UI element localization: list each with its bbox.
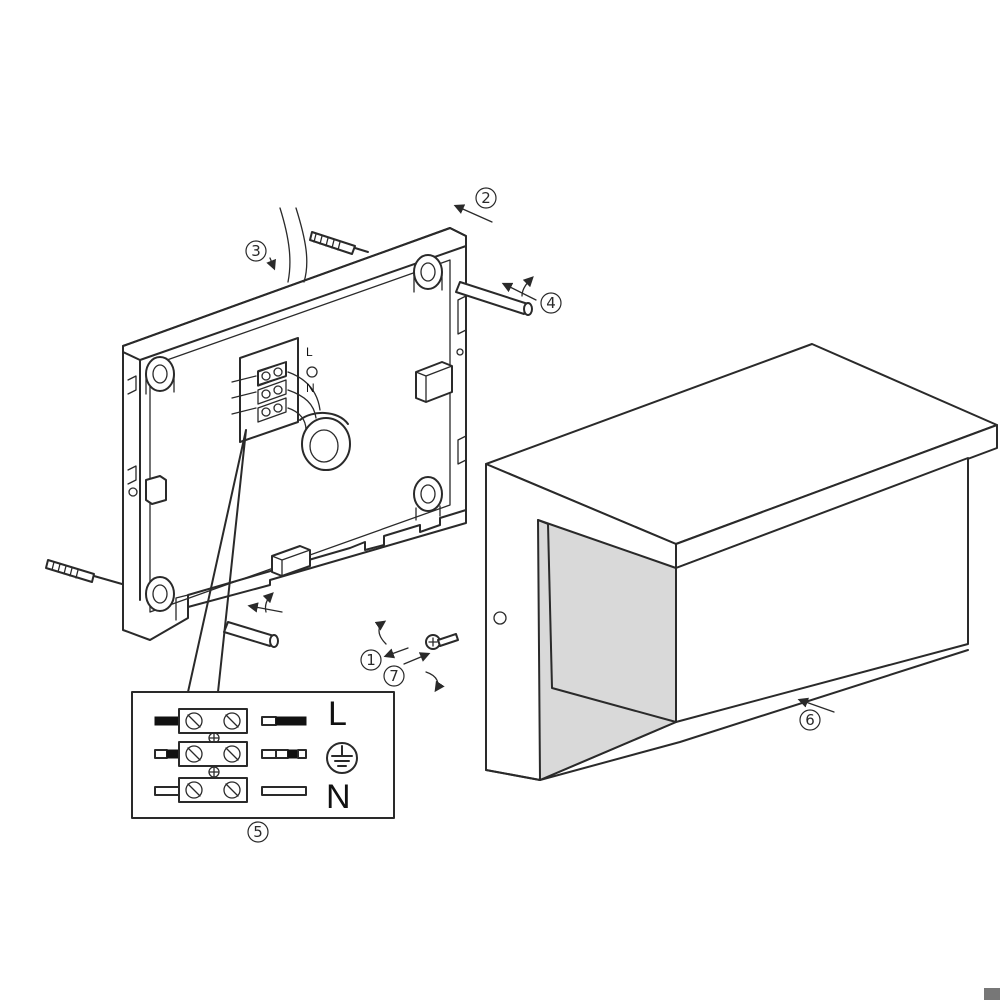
supply-cable xyxy=(279,207,308,283)
boss-top-left xyxy=(145,356,175,395)
housing-screw-hole xyxy=(493,611,507,625)
wall-plug-top xyxy=(309,231,369,255)
coiled-cable xyxy=(299,412,351,471)
wiring-detail-inset: L N xyxy=(131,429,395,819)
left-latch xyxy=(145,475,167,505)
svg-text:4: 4 xyxy=(546,294,556,312)
terminal-row-neutral xyxy=(154,777,307,803)
svg-text:5: 5 xyxy=(253,823,263,841)
lamp-housing xyxy=(485,343,998,781)
svg-text:3: 3 xyxy=(251,242,261,260)
terminal-block-on-plate: L N xyxy=(231,337,321,443)
label-live: L xyxy=(328,695,347,733)
boss-top-right xyxy=(413,254,443,293)
plate-label-neutral: N xyxy=(306,381,315,395)
callout-1: 1 xyxy=(360,649,382,671)
earth-ground-icon xyxy=(326,742,358,774)
callout-5: 5 xyxy=(247,821,269,843)
callout-4: 4 xyxy=(540,292,562,314)
screw-bottom xyxy=(223,621,279,648)
label-neutral: N xyxy=(326,778,351,816)
plate-label-live: L xyxy=(306,345,313,359)
svg-text:2: 2 xyxy=(481,189,491,207)
small-screw xyxy=(425,633,459,650)
boss-bottom-right xyxy=(413,476,443,521)
svg-text:6: 6 xyxy=(805,711,815,729)
callout-2: 2 xyxy=(475,187,497,209)
terminal-row-earth xyxy=(154,741,307,767)
right-latch xyxy=(415,361,453,403)
boss-bottom-left xyxy=(145,576,175,612)
mounting-plate: L N xyxy=(122,207,467,641)
svg-text:1: 1 xyxy=(366,651,376,669)
screw-right xyxy=(455,281,533,316)
svg-text:7: 7 xyxy=(389,667,399,685)
callout-arrows xyxy=(247,204,835,713)
corner-marker xyxy=(984,988,1000,1000)
wall-plug-left xyxy=(45,559,123,585)
callout-6: 6 xyxy=(799,709,821,731)
callout-3: 3 xyxy=(245,240,267,262)
callout-7: 7 xyxy=(383,665,405,687)
plate-earth-icon xyxy=(306,366,318,378)
